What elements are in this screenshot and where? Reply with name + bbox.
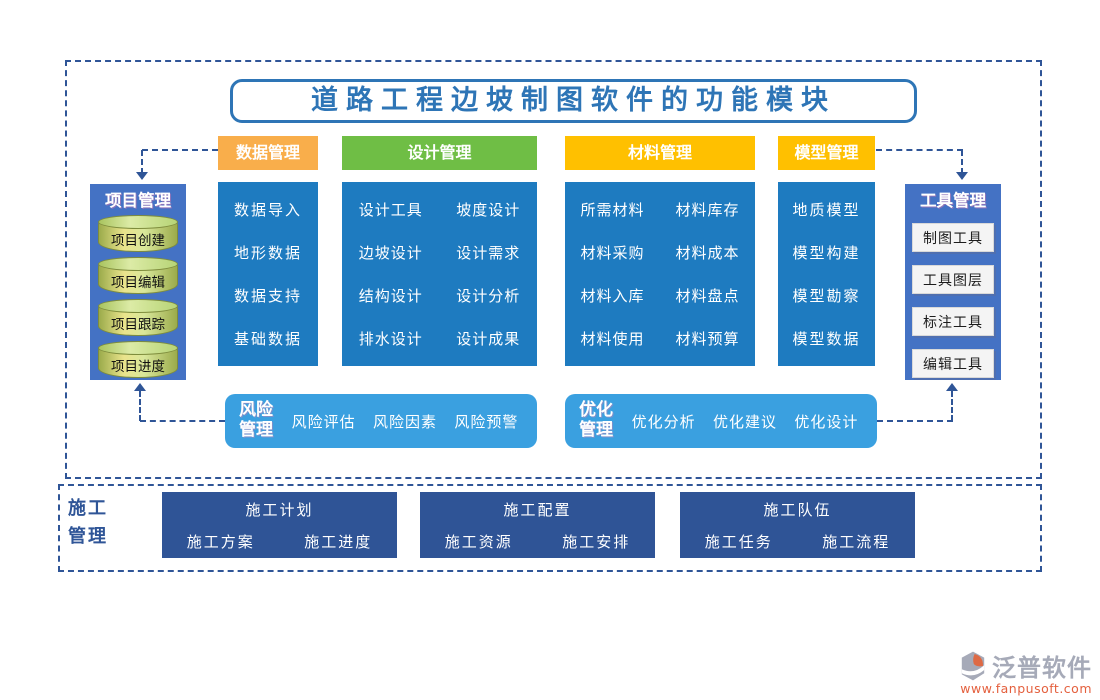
fanpu-logo-icon xyxy=(957,650,989,682)
database-cylinder: 项目编辑 xyxy=(98,257,178,294)
module-item: 施工安排 xyxy=(562,533,631,551)
column-material-items: 所需材料 材料库存 材料采购 材料成本 材料入库 材料盘点 材料使用 材料预算 xyxy=(565,182,755,366)
connector-model-to-tool-h xyxy=(876,149,963,151)
tool-item: 编辑工具 xyxy=(912,349,994,378)
column-header-data: 数据管理 xyxy=(218,136,318,170)
module-item: 数据支持 xyxy=(233,287,302,305)
module-item: 施工资源 xyxy=(444,533,513,551)
module-item: 风险评估 xyxy=(291,412,356,431)
risk-management-box: 风险 管理 风险评估 风险因素 风险预警 xyxy=(225,394,537,448)
group-title: 施工计划 xyxy=(245,501,314,519)
panel-title: 项目管理 xyxy=(105,191,171,210)
pill-items: 优化分析 优化建议 优化设计 xyxy=(623,411,867,432)
module-item: 所需材料 xyxy=(580,201,645,219)
module-item: 风险预警 xyxy=(454,412,519,431)
module-item: 优化建议 xyxy=(712,412,777,431)
arrow-down-icon xyxy=(136,172,148,180)
column-model-items: 地质模型 模型构建 模型勘察 模型数据 xyxy=(778,182,875,366)
pill-title: 风险 管理 xyxy=(239,401,283,440)
module-item: 施工进度 xyxy=(304,533,373,551)
panel-title: 工具管理 xyxy=(920,191,986,210)
construction-dashed-frame xyxy=(58,484,1042,572)
module-item: 坡度设计 xyxy=(456,201,521,219)
module-item: 数据导入 xyxy=(233,201,302,219)
module-item: 设计需求 xyxy=(456,244,521,262)
diagram-title: 道路工程边坡制图软件的功能模块 xyxy=(230,79,917,123)
module-item: 材料采购 xyxy=(580,244,645,262)
connector-risk-to-project-h xyxy=(140,420,225,422)
construction-label-line2: 管理 xyxy=(68,525,108,547)
module-item: 边坡设计 xyxy=(358,244,423,262)
tool-management-panel: 工具管理 制图工具 工具图层 标注工具 编辑工具 xyxy=(905,184,1001,380)
module-item: 排水设计 xyxy=(358,330,423,348)
module-item: 设计工具 xyxy=(358,201,423,219)
module-item: 模型数据 xyxy=(792,330,861,348)
construction-group-config: 施工配置 施工资源 施工安排 xyxy=(420,492,655,558)
pill-title: 优化 管理 xyxy=(579,401,623,440)
module-item: 材料成本 xyxy=(675,244,740,262)
pill-title-line1: 优化 xyxy=(579,400,613,421)
column-header-material: 材料管理 xyxy=(565,136,755,170)
tool-item: 制图工具 xyxy=(912,223,994,252)
pill-title-line2: 管理 xyxy=(579,420,613,440)
pill-items: 风险评估 风险因素 风险预警 xyxy=(283,411,527,432)
group-title: 施工队伍 xyxy=(763,501,832,519)
module-item: 风险因素 xyxy=(372,412,437,431)
module-item: 材料盘点 xyxy=(675,287,740,305)
connector-model-to-tool-v xyxy=(961,150,963,174)
module-item: 材料使用 xyxy=(580,330,645,348)
tool-item: 标注工具 xyxy=(912,307,994,336)
construction-group-plan: 施工计划 施工方案 施工进度 xyxy=(162,492,397,558)
module-item: 地形数据 xyxy=(233,244,302,262)
arrow-up-icon xyxy=(134,383,146,391)
module-item: 材料库存 xyxy=(675,201,740,219)
column-data-items: 数据导入 地形数据 数据支持 基础数据 xyxy=(218,182,318,366)
module-item: 模型勘察 xyxy=(792,287,861,305)
column-header-model: 模型管理 xyxy=(778,136,875,170)
logo-row: 泛普软件 xyxy=(940,648,1092,683)
optimize-management-box: 优化 管理 优化分析 优化建议 优化设计 xyxy=(565,394,877,448)
connector-data-to-project-v xyxy=(141,150,143,174)
module-item: 材料预算 xyxy=(675,330,740,348)
connector-risk-to-project-v xyxy=(139,391,141,421)
connector-optimize-to-tool-h xyxy=(877,420,953,422)
group-items: 施工任务 施工流程 xyxy=(680,531,915,552)
group-items: 施工资源 施工安排 xyxy=(420,531,655,552)
tool-item: 工具图层 xyxy=(912,265,994,294)
module-item: 结构设计 xyxy=(358,287,423,305)
module-item: 地质模型 xyxy=(792,201,861,219)
group-items: 施工方案 施工进度 xyxy=(162,531,397,552)
logo-name: 泛普软件 xyxy=(992,654,1092,682)
module-item: 优化分析 xyxy=(631,412,696,431)
connector-data-to-project-h xyxy=(142,149,218,151)
arrow-up-icon xyxy=(946,383,958,391)
module-item: 设计成果 xyxy=(456,330,521,348)
construction-label: 施工 管理 xyxy=(68,495,108,551)
module-item: 材料入库 xyxy=(580,287,645,305)
module-item: 优化设计 xyxy=(794,412,859,431)
column-header-design: 设计管理 xyxy=(342,136,537,170)
main-dashed-frame xyxy=(65,60,1042,479)
module-item: 设计分析 xyxy=(456,287,521,305)
pill-title-line1: 风险 xyxy=(239,400,273,421)
module-item: 施工任务 xyxy=(704,533,773,551)
pill-title-line2: 管理 xyxy=(239,420,273,440)
construction-label-line1: 施工 xyxy=(68,498,108,519)
database-cylinder: 项目进度 xyxy=(98,341,178,378)
module-item: 施工方案 xyxy=(186,533,255,551)
group-title: 施工配置 xyxy=(503,501,572,519)
construction-group-team: 施工队伍 施工任务 施工流程 xyxy=(680,492,915,558)
module-item: 施工流程 xyxy=(822,533,891,551)
module-item: 基础数据 xyxy=(233,330,302,348)
database-cylinder: 项目跟踪 xyxy=(98,299,178,336)
module-item: 模型构建 xyxy=(792,244,861,262)
project-management-panel: 项目管理 项目创建 项目编辑 项目跟踪 项目进度 xyxy=(90,184,186,380)
connector-optimize-to-tool-v xyxy=(951,391,953,421)
database-cylinder: 项目创建 xyxy=(98,215,178,252)
fanpu-logo: 泛普软件 www.fanpusoft.com xyxy=(940,648,1092,696)
logo-url: www.fanpusoft.com xyxy=(960,681,1092,696)
arrow-down-icon xyxy=(956,172,968,180)
column-design-items: 设计工具 坡度设计 边坡设计 设计需求 结构设计 设计分析 排水设计 设计成果 xyxy=(342,182,537,366)
